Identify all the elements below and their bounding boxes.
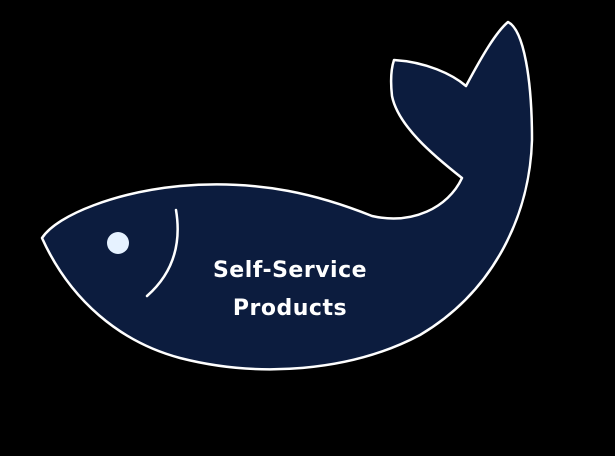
label-line-1: Self-Service [212, 258, 368, 283]
fish-eye [107, 232, 129, 254]
gill-line [145, 208, 179, 298]
label-line-2: Products [232, 296, 348, 321]
fish-label: Self-Service Products [175, 252, 405, 328]
fish-body [40, 20, 534, 371]
